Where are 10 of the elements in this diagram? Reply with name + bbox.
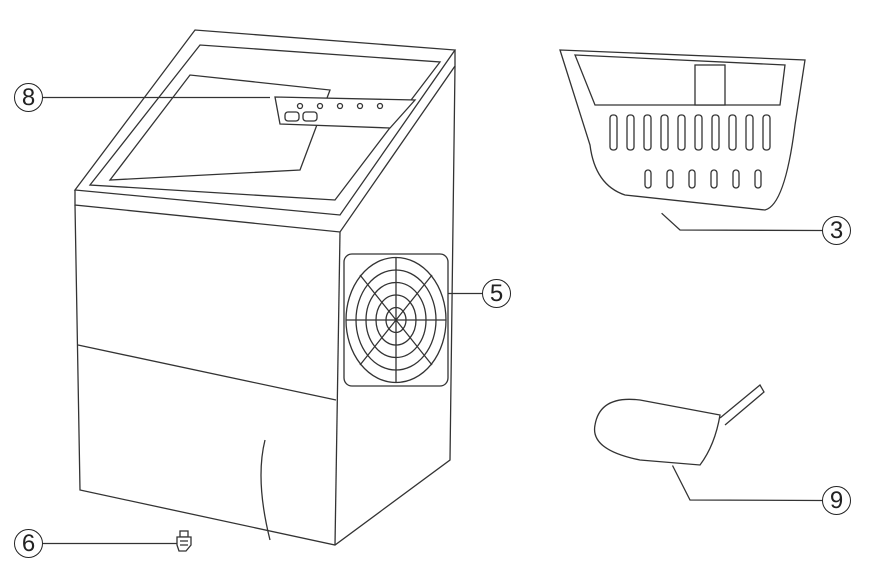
leader-line bbox=[672, 465, 822, 502]
callout-number: 6 bbox=[14, 529, 43, 558]
callout-number: 5 bbox=[482, 279, 511, 308]
callout-number: 3 bbox=[822, 216, 851, 245]
leader-line bbox=[43, 96, 270, 98]
callout-number: 9 bbox=[822, 486, 851, 515]
leader-line bbox=[448, 292, 482, 294]
callout-number: 8 bbox=[14, 83, 43, 112]
leader-line bbox=[43, 542, 177, 544]
leader-line bbox=[661, 212, 822, 232]
